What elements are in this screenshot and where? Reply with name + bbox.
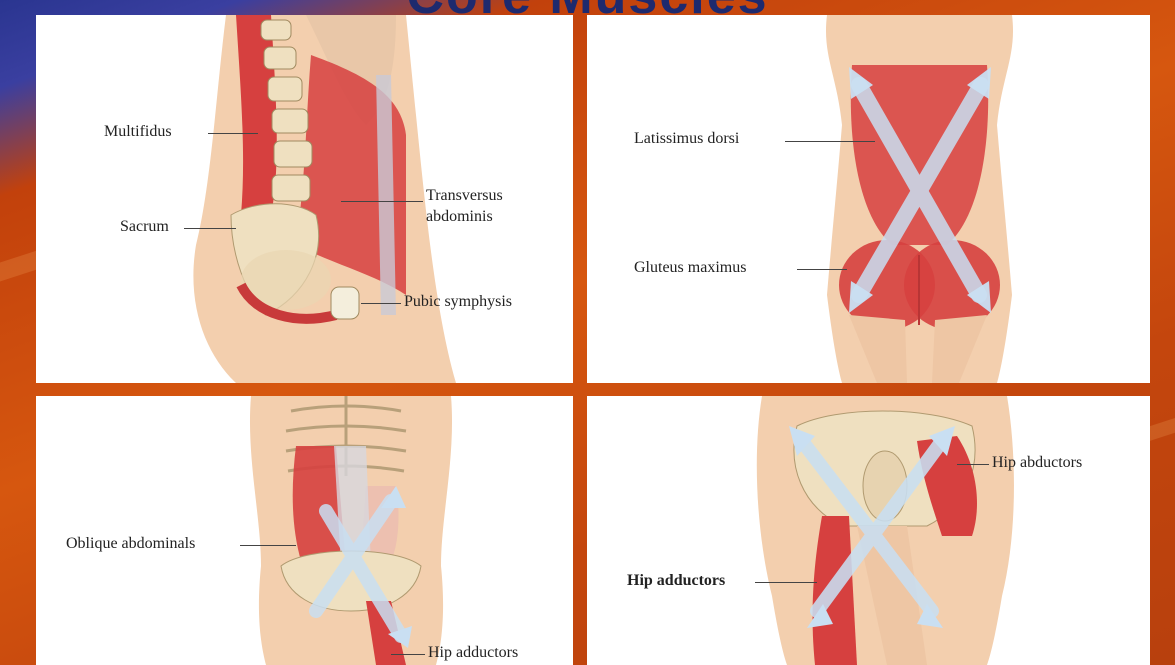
- label-multifidus: Multifidus: [104, 123, 172, 141]
- panel-front-view: Oblique abdominals Hip adductors: [36, 396, 573, 665]
- panel-back-view: Latissimus dorsi Gluteus maximus: [587, 15, 1150, 383]
- label-gluteus-maximus: Gluteus maximus: [634, 259, 746, 277]
- label-hip-adductors-front: Hip adductors: [428, 644, 518, 662]
- back-view-illustration: [587, 15, 1150, 383]
- label-sacrum: Sacrum: [120, 218, 169, 236]
- leader-line: [391, 654, 425, 655]
- leader-line: [361, 303, 401, 304]
- label-transversus: Transversus: [426, 187, 503, 205]
- leader-line: [184, 228, 236, 229]
- label-pubic-symphysis: Pubic symphysis: [404, 293, 512, 311]
- leader-line: [797, 269, 847, 270]
- leader-line: [240, 545, 296, 546]
- panel-side-view: Multifidus Sacrum Transversus abdominis …: [36, 15, 573, 383]
- label-oblique-abdominals: Oblique abdominals: [66, 535, 195, 553]
- leader-line: [208, 133, 258, 134]
- leader-line: [957, 464, 989, 465]
- front-view-illustration: [36, 396, 573, 665]
- label-abdominis: abdominis: [426, 208, 493, 226]
- label-latissimus-dorsi: Latissimus dorsi: [634, 130, 739, 148]
- leader-line: [755, 582, 817, 583]
- panel-hip-view: Hip abductors Hip adductors: [587, 396, 1150, 665]
- label-hip-abductors: Hip abductors: [992, 454, 1082, 472]
- label-hip-adductors: Hip adductors: [627, 572, 725, 590]
- leader-line: [785, 141, 875, 142]
- leader-line: [341, 201, 423, 202]
- hip-view-illustration: [587, 396, 1150, 665]
